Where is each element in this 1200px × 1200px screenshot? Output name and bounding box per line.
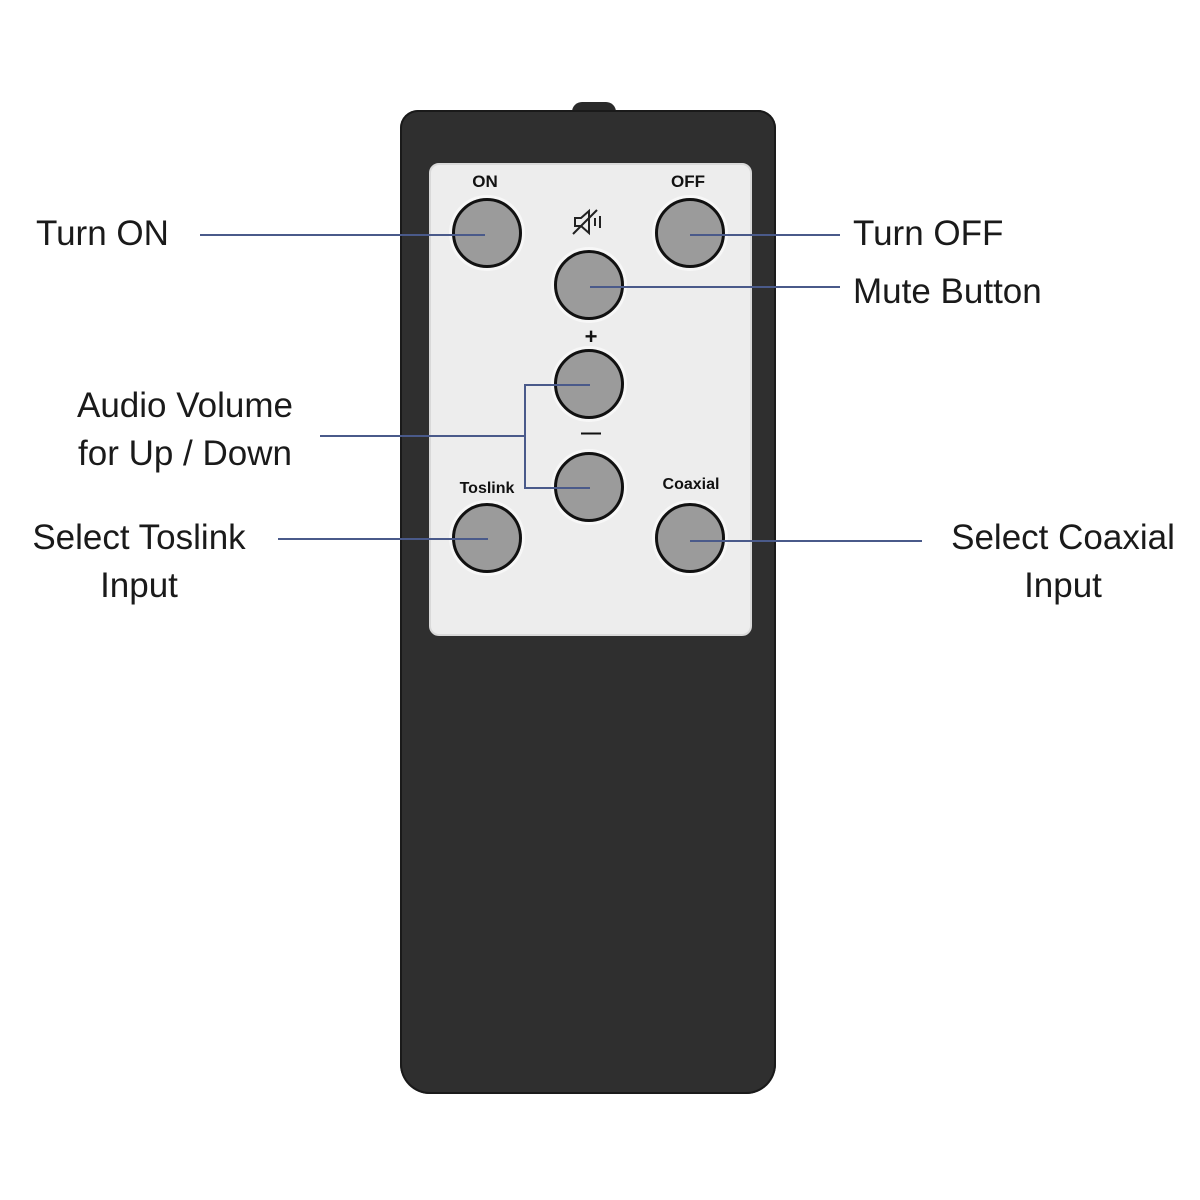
toslink-leader-line (278, 538, 488, 540)
volume-down-label: — (581, 422, 601, 444)
on-button[interactable] (452, 198, 522, 268)
toslink-callout: Select Toslink Input (10, 514, 268, 610)
volume-callout: Audio Volume for Up / Down (55, 382, 315, 478)
coaxial-button-label: Coaxial (662, 476, 720, 493)
turn-off-callout: Turn OFF (853, 214, 1004, 253)
volume-callout-line1: Audio Volume (77, 386, 293, 425)
toslink-button-label: Toslink (459, 480, 515, 497)
coaxial-leader-line (690, 540, 922, 542)
mute-callout: Mute Button (853, 272, 1042, 311)
volume-callout-line2: for Up / Down (78, 434, 292, 473)
volume-down-bracket (524, 487, 590, 489)
mute-button[interactable] (554, 250, 624, 320)
off-button-label: OFF (671, 172, 705, 191)
coaxial-callout-line1: Select Coaxial (951, 518, 1175, 557)
off-button[interactable] (655, 198, 725, 268)
mute-leader-line (590, 286, 840, 288)
toslink-callout-line1: Select Toslink (32, 518, 246, 557)
coaxial-button[interactable] (655, 503, 725, 573)
on-button-label: ON (472, 172, 498, 191)
coaxial-callout-line2: Input (1024, 566, 1102, 605)
coaxial-callout: Select Coaxial Input (932, 514, 1194, 610)
turn-off-leader-line (690, 234, 840, 236)
turn-on-leader-line (200, 234, 485, 236)
volume-up-bracket (524, 384, 590, 386)
volume-up-label: + (584, 324, 598, 349)
mute-speaker-icon (572, 208, 601, 236)
volume-bracket-vertical (524, 384, 526, 488)
turn-on-callout: Turn ON (36, 214, 169, 253)
toslink-callout-line2: Input (100, 566, 178, 605)
volume-leader-line (320, 435, 525, 437)
